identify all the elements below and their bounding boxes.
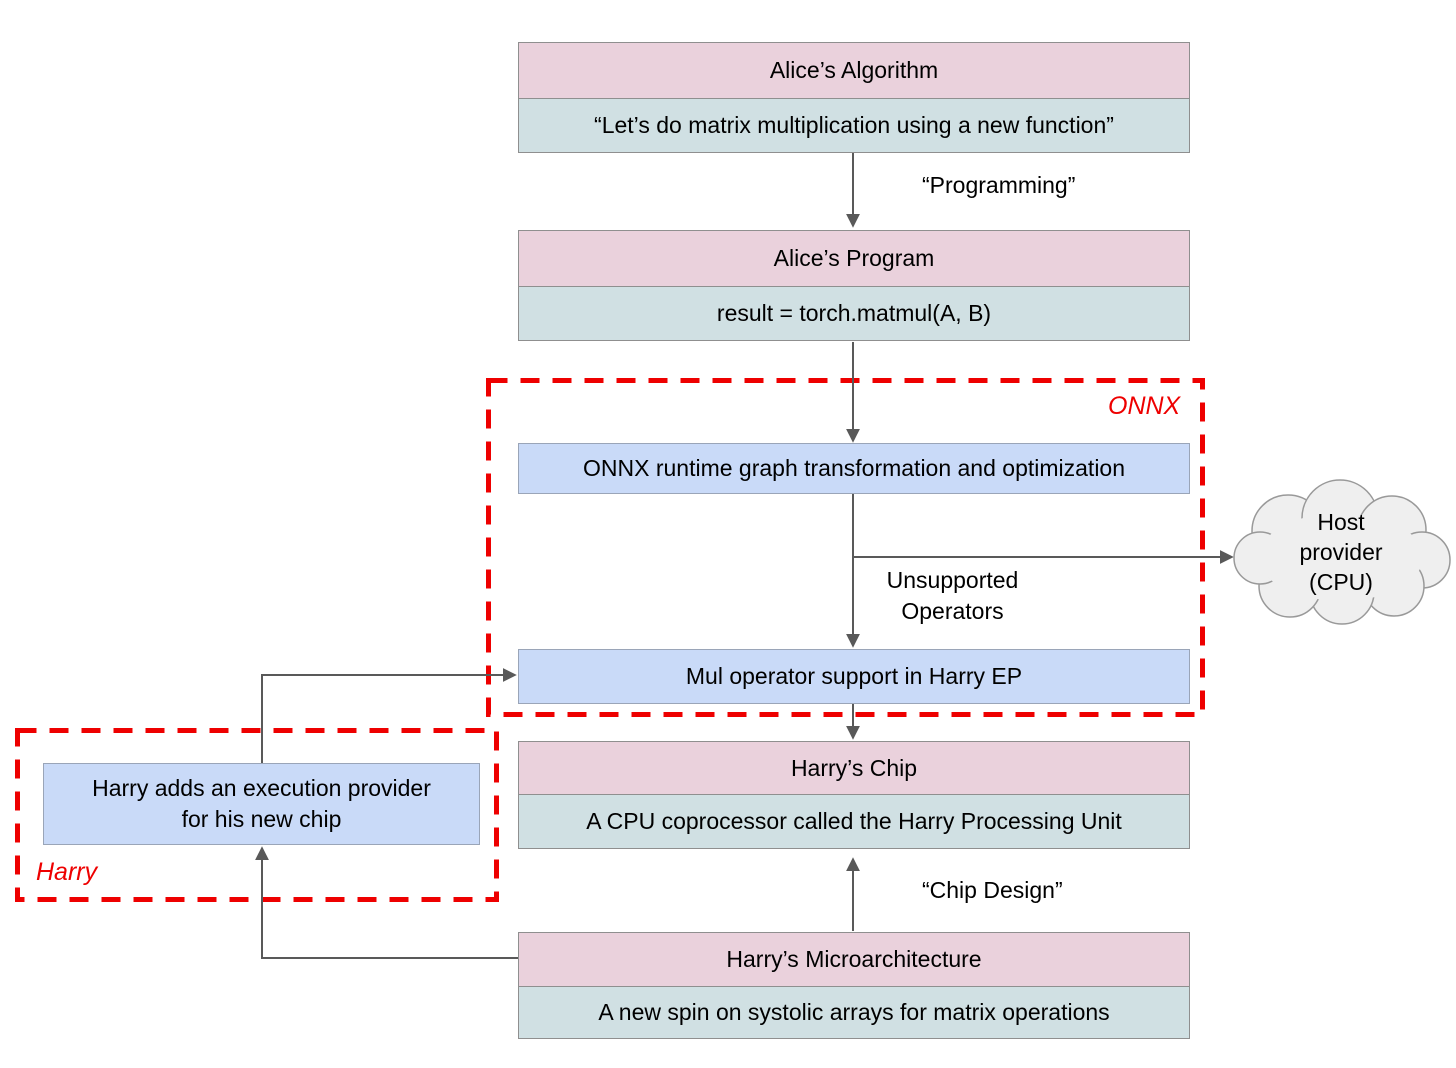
node-onnx-runtime: ONNX runtime graph transformation and op… xyxy=(518,443,1190,494)
host-provider-cloud-label: Host provider (CPU) xyxy=(1299,509,1383,595)
harry-group-label: Harry xyxy=(36,858,98,886)
node-harrys-microarchitecture: Harry’s Microarchitecture A new spin on … xyxy=(518,932,1190,1039)
node-alice-program: Alice’s Program result = torch.matmul(A,… xyxy=(518,230,1190,341)
node-harrys-microarchitecture-body: A new spin on systolic arrays for matrix… xyxy=(519,987,1189,1038)
edge-label-unsupported-operators: Unsupported Operators xyxy=(886,567,1019,624)
harry-group-border xyxy=(15,728,499,902)
node-alice-algorithm-title: Alice’s Algorithm xyxy=(519,43,1189,99)
node-alice-program-body: result = torch.matmul(A, B) xyxy=(519,287,1189,340)
node-harrys-microarchitecture-title: Harry’s Microarchitecture xyxy=(519,933,1189,987)
host-provider-cloud-shape xyxy=(1233,479,1451,625)
node-alice-algorithm-body: “Let’s do matrix multiplication using a … xyxy=(519,99,1189,152)
onnx-group-label: ONNX xyxy=(1108,392,1181,420)
node-harry-execution-provider: Harry adds an execution provider for his… xyxy=(43,763,480,845)
onnx-group-border xyxy=(486,378,1205,717)
node-harrys-chip-body: A CPU coprocessor called the Harry Proce… xyxy=(519,795,1189,848)
node-mul-operator-ep: Mul operator support in Harry EP xyxy=(518,649,1190,704)
arrow-microarchitecture-to-ep xyxy=(255,846,518,959)
edge-label-programming: “Programming” xyxy=(922,172,1076,198)
node-alice-algorithm: Alice’s Algorithm “Let’s do matrix multi… xyxy=(518,42,1190,153)
node-alice-program-title: Alice’s Program xyxy=(519,231,1189,287)
edge-label-chip-design: “Chip Design” xyxy=(922,877,1063,903)
node-harrys-chip-title: Harry’s Chip xyxy=(519,742,1189,795)
arrow-ep-to-mul xyxy=(261,668,517,763)
node-harrys-chip: Harry’s Chip A CPU coprocessor called th… xyxy=(518,741,1190,849)
